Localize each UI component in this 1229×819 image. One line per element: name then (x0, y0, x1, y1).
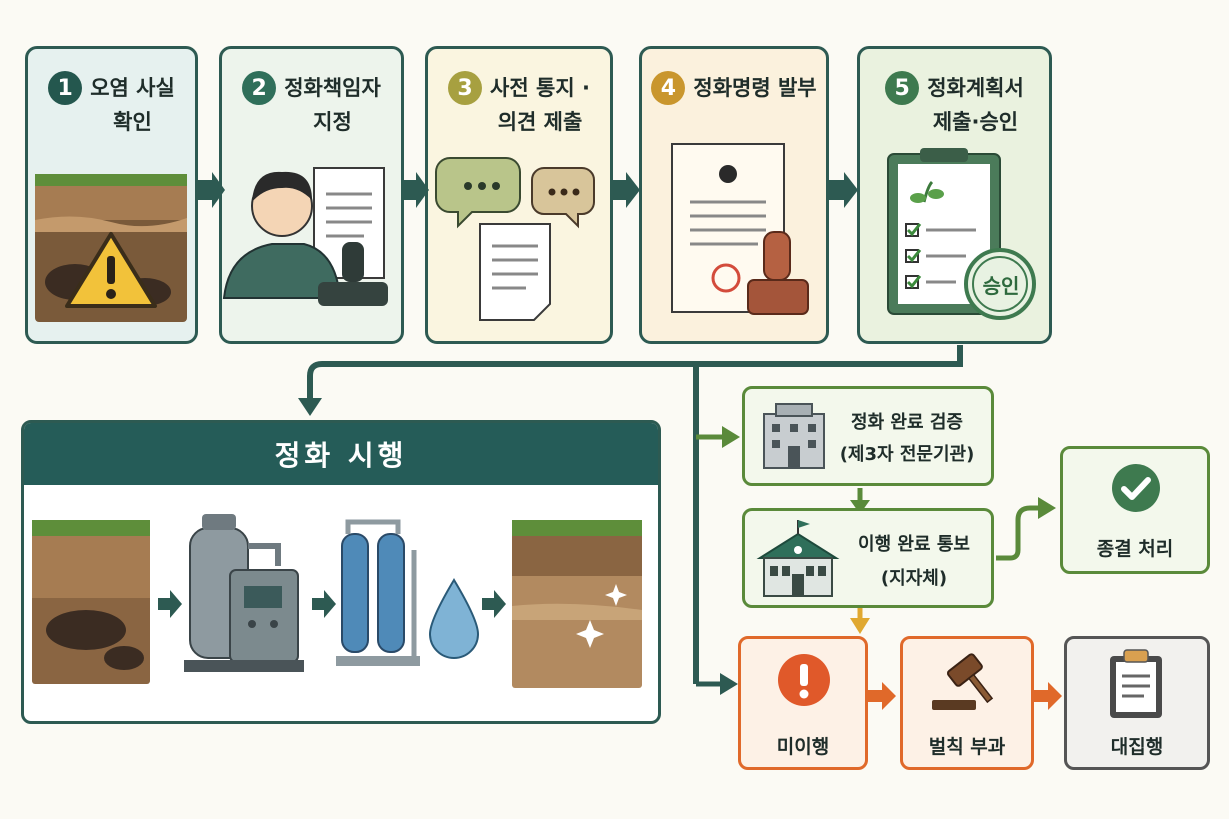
verify-line1: 정화 완료 검증 (851, 412, 963, 433)
verify-line2: (제3자 전문기관) (839, 444, 975, 465)
gavel-icon (932, 653, 994, 710)
clipboard-icon (1110, 649, 1162, 718)
remediation-process-icons (32, 514, 642, 688)
step-4-number: 4 (651, 71, 686, 105)
plan-clipboard-icon (887, 148, 1036, 320)
check-circle-icon (1112, 464, 1160, 512)
contaminated-soil-icon (35, 174, 187, 322)
execution-label: 대집행 (1110, 736, 1164, 758)
step-2-number: 2 (242, 71, 277, 105)
noncompliance-label: 미이행 (776, 736, 830, 758)
step-1-title: 오염 사실 확인 (90, 76, 175, 134)
exclamation-icon (778, 654, 830, 706)
remediation-header: 정화 시행 (24, 423, 658, 485)
remediation-title: 정화 시행 (274, 439, 408, 472)
notice-opinion-icon (435, 157, 595, 321)
order-document-icon (671, 143, 809, 315)
close-label: 종결 처리 (1096, 538, 1174, 560)
responsible-person-icon (222, 167, 388, 306)
polluted-soil-icon (32, 520, 150, 684)
step-3-title: 사전 통지 · 의견 제출 (490, 76, 590, 134)
clean-soil-icon (512, 520, 642, 688)
approve-stamp-label: 승인 (982, 274, 1020, 298)
filter-tanks-icon (336, 519, 420, 666)
verification-building-icon (763, 403, 825, 469)
step-4-title: 정화명령 발부 (693, 76, 817, 100)
treatment-machine-icon (184, 514, 304, 672)
penalty-label: 벌칙 부과 (928, 736, 1006, 758)
city-hall-icon (756, 520, 840, 597)
step-5-number: 5 (885, 71, 920, 105)
notify-line2: (지자체) (880, 568, 948, 589)
water-drop-icon (428, 578, 480, 659)
step-3-number: 3 (448, 71, 483, 105)
step-5-title: 정화계획서 제출·승인 (927, 76, 1024, 134)
notify-line1: 이행 완료 통보 (858, 534, 970, 555)
step-2-title: 정화책임자 지정 (284, 76, 381, 134)
step-1-number: 1 (48, 71, 83, 105)
